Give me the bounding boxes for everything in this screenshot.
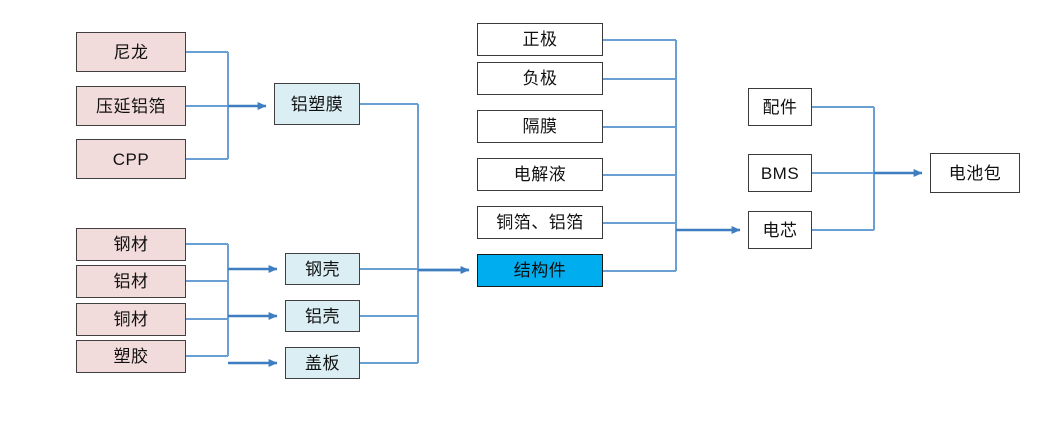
node-structural-part[interactable]: 结构件	[477, 254, 603, 287]
edge-group-structural-materials	[186, 243, 229, 357]
edge-group-intermediates	[360, 103, 419, 364]
node-aluminum-plastic-film[interactable]: 铝塑膜	[274, 83, 360, 125]
node-label: 负极	[522, 69, 558, 88]
node-electrolyte[interactable]: 电解液	[477, 158, 603, 191]
edge-group-cell-components	[603, 39, 677, 272]
node-separator[interactable]: 隔膜	[477, 110, 603, 143]
node-steel-shell[interactable]: 钢壳	[285, 253, 360, 285]
node-label: 结构件	[513, 261, 567, 280]
node-foils[interactable]: 铜箔、铝箔	[477, 206, 603, 239]
node-label: 尼龙	[113, 42, 149, 62]
node-label: 铜箔、铝箔	[496, 213, 584, 232]
node-label: 钢材	[113, 235, 149, 254]
node-cover-plate[interactable]: 盖板	[285, 347, 360, 379]
node-label: 铝壳	[305, 306, 340, 326]
node-label: 塑胶	[113, 347, 149, 366]
node-label: CPP	[112, 149, 150, 169]
edge-shells-fanout	[228, 265, 278, 367]
node-label: 配件	[762, 97, 798, 117]
edge-group-pack-components	[812, 106, 875, 231]
node-accessories[interactable]: 配件	[748, 88, 812, 126]
node-label: 铜材	[113, 310, 149, 329]
edge-group-pouch-materials	[186, 51, 229, 160]
node-label: 铝材	[113, 272, 149, 291]
node-copper[interactable]: 铜材	[76, 303, 186, 336]
node-cell[interactable]: 电芯	[748, 211, 812, 249]
node-rolled-aluminum-foil[interactable]: 压延铝箔	[76, 86, 186, 126]
node-label: 盖板	[305, 353, 340, 373]
node-aluminum[interactable]: 铝材	[76, 265, 186, 298]
node-label: 钢壳	[305, 259, 340, 279]
node-anode[interactable]: 负极	[477, 62, 603, 95]
node-label: 电解液	[513, 165, 567, 184]
node-label: 铝塑膜	[290, 94, 344, 114]
node-cpp[interactable]: CPP	[76, 139, 186, 179]
node-battery-pack[interactable]: 电池包	[930, 153, 1020, 193]
node-bms[interactable]: BMS	[748, 154, 812, 192]
node-label: 电芯	[762, 220, 798, 240]
node-steel[interactable]: 钢材	[76, 228, 186, 261]
node-label: 隔膜	[522, 117, 558, 136]
node-label: 正极	[522, 30, 558, 49]
node-cathode[interactable]: 正极	[477, 23, 603, 56]
node-label: BMS	[760, 163, 800, 183]
node-nylon[interactable]: 尼龙	[76, 32, 186, 72]
node-plastic[interactable]: 塑胶	[76, 340, 186, 373]
node-label: 压延铝箔	[96, 96, 166, 116]
node-label: 电池包	[948, 163, 1002, 183]
node-aluminum-shell[interactable]: 铝壳	[285, 300, 360, 332]
